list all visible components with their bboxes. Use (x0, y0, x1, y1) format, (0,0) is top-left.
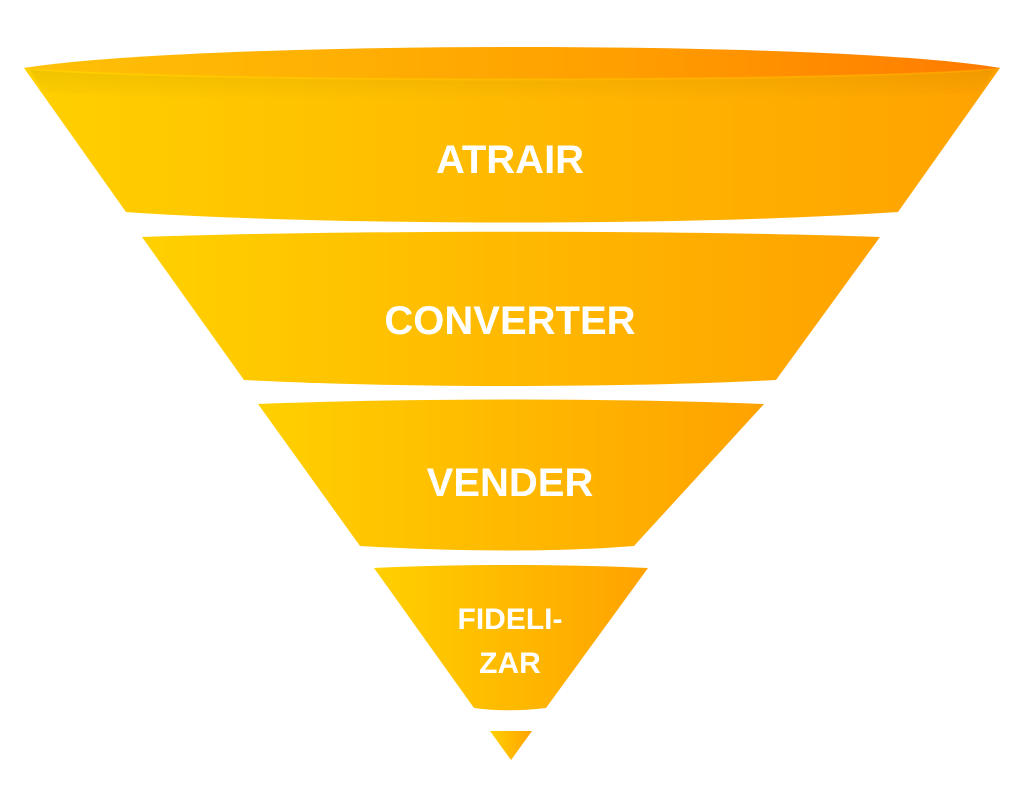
funnel-rim-shadow (30, 70, 994, 101)
funnel-stage-vender-shape (258, 399, 764, 551)
funnel-stage-fidelizar-label-line2: ZAR (479, 647, 541, 680)
funnel-stage-vender: VENDER (258, 399, 764, 551)
funnel-stage-converter-label: CONVERTER (384, 299, 635, 343)
funnel-stage-atrair: ATRAIR (24, 47, 1000, 223)
funnel-stage-fidelizar-label-line1: FIDELI- (458, 603, 563, 636)
funnel-rim (24, 47, 1000, 79)
funnel-stage-converter-shape (142, 231, 880, 386)
funnel-stage-fidelizar: FIDELI- ZAR (374, 565, 648, 711)
funnel-stage-converter: CONVERTER (142, 231, 880, 386)
funnel-stage-vender-label: VENDER (427, 461, 594, 505)
funnel-tip (490, 731, 532, 760)
funnel-stage-fidelizar-shape (374, 565, 648, 711)
funnel-stage-atrair-label: ATRAIR (436, 138, 584, 182)
